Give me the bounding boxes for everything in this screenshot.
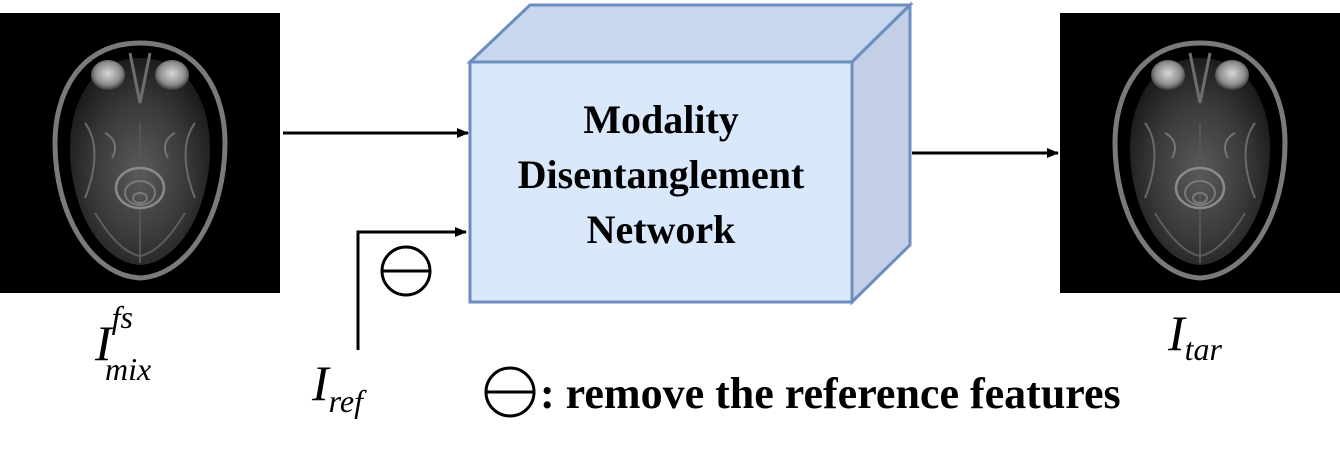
legend: : remove the reference features [484,366,1121,418]
label-reference-input: Iref [311,355,367,419]
legend-text: : remove the reference features [540,369,1121,418]
box-front-face [468,60,854,304]
arrow-reference-to-network [356,227,467,350]
mri-input-image [0,13,280,293]
label-target-output: Itar [1167,305,1223,367]
box-label-line3: Network [587,207,737,252]
modality-disentanglement-network-box: Modality Disentanglement Network [466,1,914,306]
circle-minus-icon [380,245,432,297]
box-label-line2: Disentanglement [518,152,805,197]
box-top-face [466,3,914,64]
mri-output-image [1060,13,1340,293]
legend-circle-minus-icon [484,366,536,418]
box-label-line1: Modality [583,97,739,142]
